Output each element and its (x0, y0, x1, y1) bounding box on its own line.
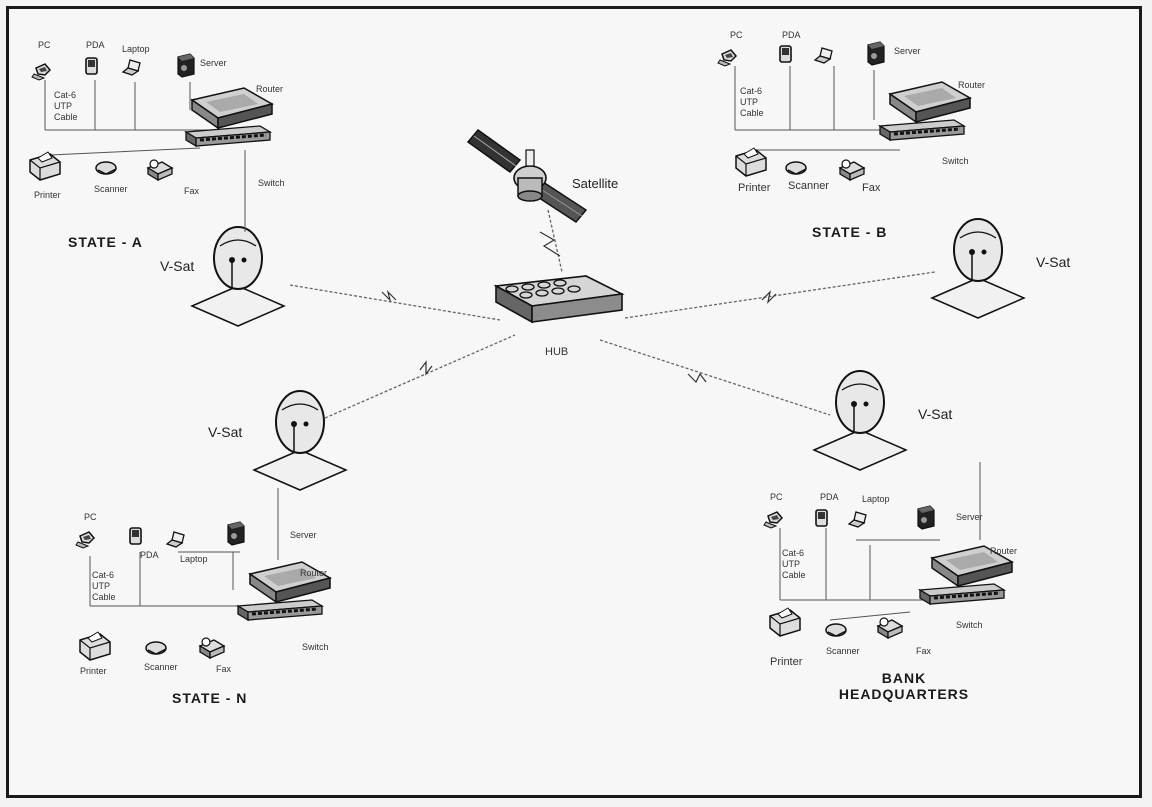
hub-label: HUB (545, 346, 568, 358)
hq-server-label: Server (956, 512, 983, 522)
state-a-pda-label: PDA (86, 40, 105, 50)
cable-line2: UTP (54, 101, 78, 112)
cable-line3: Cable (54, 112, 78, 123)
vsat-label-state-b: V-Sat (1036, 254, 1070, 270)
state-n-server-label: Server (290, 530, 317, 540)
hq-pc-label: PC (770, 492, 783, 502)
state-b-cable-label: Cat-6 UTP Cable (740, 86, 764, 119)
cable-line1: Cat-6 (54, 90, 78, 101)
vsat-dish-state-a-icon (192, 227, 284, 326)
cable-line2: UTP (782, 559, 806, 570)
cable-line1: Cat-6 (92, 570, 116, 581)
state-n-pc-label: PC (84, 512, 97, 522)
state-b-scanner-label: Scanner (788, 180, 829, 192)
vsat-label-state-a: V-Sat (160, 258, 194, 274)
vsat-label-hq: V-Sat (918, 406, 952, 422)
state-n-router-label: Router (300, 568, 327, 578)
hq-fax-label: Fax (916, 646, 931, 656)
state-n-switch-label: Switch (302, 642, 329, 652)
state-b-printer-label: Printer (738, 182, 770, 194)
state-a-network (30, 54, 272, 232)
state-a-fax-label: Fax (184, 186, 199, 196)
hq-switch-label: Switch (956, 620, 983, 630)
state-n-scanner-label: Scanner (144, 662, 178, 672)
state-n-laptop-label: Laptop (180, 554, 208, 564)
vsat-dish-state-b-icon (932, 219, 1024, 318)
state-b-pc-label: PC (730, 30, 743, 40)
state-a-laptop-label: Laptop (122, 44, 150, 54)
state-a-title: STATE - A (68, 234, 143, 250)
hq-printer-label: Printer (770, 656, 802, 668)
vsat-dish-hq-icon (814, 371, 906, 470)
state-a-router-label: Router (256, 84, 283, 94)
bank-hq-title-line2: HEADQUARTERS (834, 686, 974, 702)
hub-icon (496, 276, 622, 322)
bank-hq-title: BANK HEADQUARTERS (834, 670, 974, 702)
hq-cable-label: Cat-6 UTP Cable (782, 548, 806, 581)
link-satellite-hub (548, 210, 562, 272)
vsat-label-state-n: V-Sat (208, 424, 242, 440)
state-n-pda-label: PDA (140, 550, 159, 560)
state-b-title: STATE - B (812, 224, 887, 240)
hq-laptop-label: Laptop (862, 494, 890, 504)
cable-line1: Cat-6 (782, 548, 806, 559)
link-hq-hub (600, 340, 830, 415)
state-b-server-label: Server (894, 46, 921, 56)
hq-router-label: Router (990, 546, 1017, 556)
state-a-scanner-label: Scanner (94, 184, 128, 194)
state-a-switch-label: Switch (258, 178, 285, 188)
state-a-printer-label: Printer (34, 190, 61, 200)
vsat-dish-state-n-icon (254, 391, 346, 490)
link-state-n-hub (325, 335, 515, 418)
hq-scanner-label: Scanner (826, 646, 860, 656)
bank-hq-title-line1: BANK (834, 670, 974, 686)
state-n-title: STATE - N (172, 690, 247, 706)
state-n-printer-label: Printer (80, 666, 107, 676)
cable-line2: UTP (92, 581, 116, 592)
state-b-fax-label: Fax (862, 182, 880, 194)
state-n-fax-label: Fax (216, 664, 231, 674)
link-state-b-hub (625, 272, 935, 318)
link-state-a-hub (290, 285, 500, 320)
state-b-pda-label: PDA (782, 30, 801, 40)
cable-line3: Cable (782, 570, 806, 581)
state-a-cable-label: Cat-6 UTP Cable (54, 90, 78, 123)
cable-line1: Cat-6 (740, 86, 764, 97)
cable-line3: Cable (92, 592, 116, 603)
satellite-label: Satellite (572, 176, 618, 191)
hq-pda-label: PDA (820, 492, 839, 502)
state-a-pc-label: PC (38, 40, 51, 50)
state-a-server-label: Server (200, 58, 227, 68)
state-b-router-label: Router (958, 80, 985, 90)
cable-line2: UTP (740, 97, 764, 108)
state-n-cable-label: Cat-6 UTP Cable (92, 570, 116, 603)
satellite-icon (468, 130, 586, 222)
cable-line3: Cable (740, 108, 764, 119)
state-b-switch-label: Switch (942, 156, 969, 166)
